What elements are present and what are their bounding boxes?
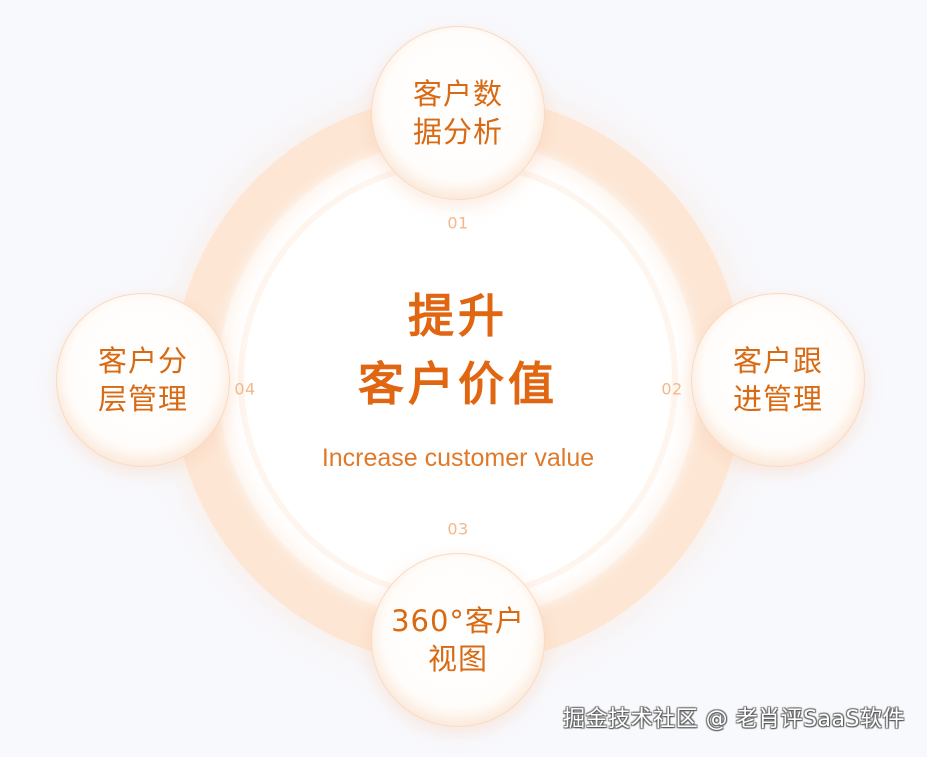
center-title-line1: 提升 xyxy=(408,289,508,343)
node-label-line1: 360°客户 xyxy=(391,604,525,638)
node-customer-data-analysis[interactable]: 客户数 据分析 xyxy=(371,26,545,200)
step-number-01: 01 xyxy=(447,213,469,233)
watermark: 掘金技术社区 @ 老肖评SaaS软件 xyxy=(563,707,905,732)
node-customer-tiering-management[interactable]: 客户分 层管理 xyxy=(56,293,230,467)
node-customer-followup-management[interactable]: 客户跟 进管理 xyxy=(691,293,865,467)
node-label-line1: 客户分 xyxy=(97,344,188,378)
node-customer-360-view[interactable]: 360°客户 视图 xyxy=(371,553,545,727)
node-label-line2: 层管理 xyxy=(97,382,188,416)
center-subtitle: Increase customer value xyxy=(321,444,595,472)
node-label-line1: 客户数 xyxy=(412,77,503,111)
step-number-04: 04 xyxy=(234,379,256,399)
node-label-line2: 视图 xyxy=(427,642,488,676)
node-label-line1: 客户跟 xyxy=(732,344,823,378)
center-title-line2: 客户价值 xyxy=(358,357,558,411)
center-title: 提升 客户价值 xyxy=(258,282,658,418)
step-number-02: 02 xyxy=(661,379,683,399)
node-label-line2: 据分析 xyxy=(412,115,503,149)
step-number-03: 03 xyxy=(447,519,469,539)
node-label-line2: 进管理 xyxy=(732,382,823,416)
